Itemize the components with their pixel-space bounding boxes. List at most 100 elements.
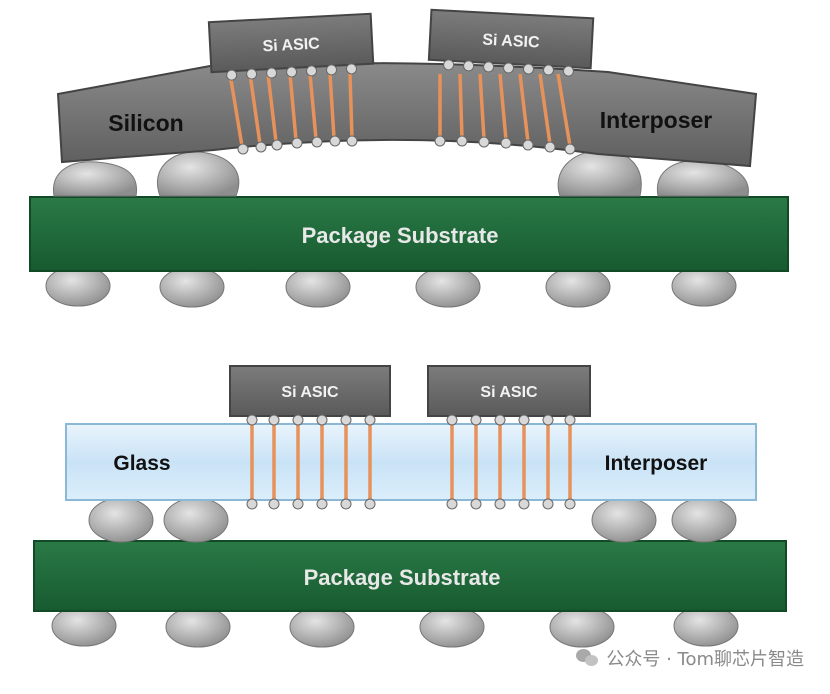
solder-ball [545, 266, 611, 308]
micro-bump [292, 498, 304, 510]
micro-bump [542, 64, 554, 76]
micro-bump [456, 135, 468, 147]
micro-bump [470, 498, 482, 510]
tsv [348, 73, 354, 139]
bottom-asic-right-label: Si ASIC [480, 384, 538, 401]
micro-bump [271, 139, 283, 151]
glass-interposer [65, 423, 757, 501]
top-asic-left-label: Si ASIC [262, 35, 320, 55]
micro-bump [286, 66, 298, 78]
solder-ball [415, 266, 481, 308]
solder-ball [289, 606, 355, 648]
micro-bump [542, 498, 554, 510]
top-interposer-right-label: Interposer [600, 107, 713, 133]
micro-bump [329, 135, 341, 147]
micro-bump [562, 65, 574, 77]
bottom-interposer-left-label: Glass [113, 452, 170, 475]
bottom-asic-left: Si ASIC [229, 365, 391, 426]
asic-micro-bumps [226, 63, 357, 81]
top-diagram: Package Substrate Silicon Interposer [29, 8, 789, 308]
top-left-tsv-group [228, 73, 354, 147]
bottom-substrate-label: Package Substrate [304, 565, 501, 590]
bottom-interposer-right-label: Interposer [605, 452, 708, 475]
micro-bump [291, 137, 303, 149]
micro-bump [518, 414, 530, 426]
top-right-tsv-group [438, 73, 572, 147]
micro-bump [292, 414, 304, 426]
micro-bump [255, 141, 267, 153]
micro-bump [500, 137, 512, 149]
asic-die [427, 365, 591, 417]
watermark: 公众号 · Tom聊芯片智造 [576, 645, 804, 671]
micro-bump [226, 69, 238, 81]
solder-ball [165, 606, 231, 648]
c4-bump [671, 497, 737, 543]
c4-bump [163, 497, 229, 543]
micro-bump [542, 414, 554, 426]
bottom-asic-right: Si ASIC [427, 365, 591, 426]
bottom-left-tgv-group [250, 420, 372, 500]
micro-bump [522, 139, 534, 151]
micro-bump [246, 68, 258, 80]
tsv [308, 73, 318, 140]
tsv [556, 73, 572, 147]
micro-bump [306, 65, 318, 77]
solder-ball [549, 606, 615, 648]
c4-bump [156, 151, 240, 197]
micro-bump [311, 136, 323, 148]
micro-bump [494, 414, 506, 426]
micro-bump [266, 67, 278, 79]
tsv [458, 73, 464, 139]
micro-bump [346, 135, 358, 147]
micro-bump [246, 414, 258, 426]
bottom-bottom-ball-row [51, 605, 739, 648]
micro-bump [326, 64, 338, 76]
tsv [228, 73, 244, 147]
top-substrate-label: Package Substrate [302, 223, 499, 248]
top-interposer-left-label: Silicon [108, 110, 183, 136]
tsv [266, 73, 278, 143]
tsv [478, 73, 486, 140]
top-via-bottom-pads [237, 135, 576, 155]
micro-bump [237, 143, 249, 155]
micro-bump [564, 143, 576, 155]
watermark-text: 公众号 · Tom聊芯片智造 [606, 649, 804, 670]
micro-bump [523, 63, 535, 75]
micro-bump [483, 61, 495, 73]
micro-bump [446, 414, 458, 426]
tsv [328, 73, 336, 139]
asic-die [229, 365, 391, 417]
c4-bump [88, 497, 154, 543]
bottom-c4-bumps [88, 497, 737, 543]
micro-bump [443, 59, 455, 71]
micro-bump [503, 62, 515, 74]
wechat-icon [576, 648, 600, 668]
micro-bump [544, 141, 556, 153]
top-c4-bumps [53, 149, 749, 197]
top-package-substrate [29, 196, 789, 272]
tsv [518, 73, 530, 143]
top-asic-right-label: Si ASIC [482, 32, 540, 52]
micro-bump [494, 498, 506, 510]
bottom-via-bottom-pads [246, 498, 576, 510]
micro-bump [564, 414, 576, 426]
bottom-asic-left-label: Si ASIC [281, 384, 339, 401]
solder-ball [285, 266, 351, 308]
solder-ball [419, 606, 485, 648]
bottom-diagram: Package Substrate Glass Interposer [33, 365, 787, 648]
tsv [538, 73, 552, 145]
top-asic-left: Si ASIC [207, 12, 375, 81]
micro-bump [564, 498, 576, 510]
micro-bump [340, 414, 352, 426]
tsv [248, 73, 262, 145]
micro-bump [478, 136, 490, 148]
micro-bump [268, 498, 280, 510]
bottom-package-substrate [33, 540, 787, 612]
micro-bump [434, 135, 446, 147]
solder-ball [159, 266, 225, 308]
asic-micro-bumps [246, 414, 376, 426]
c4-bump [591, 497, 657, 543]
micro-bump [340, 498, 352, 510]
